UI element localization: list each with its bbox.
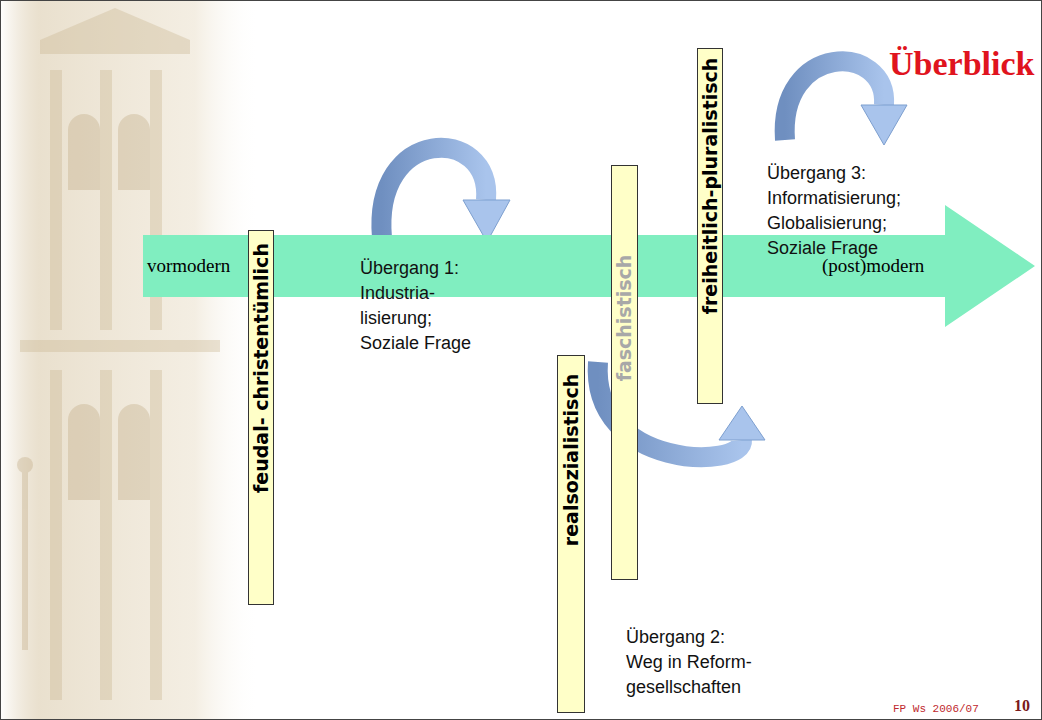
era-bar: faschistisch [611,165,638,580]
timeline-arrow: vormodern (post)modern [143,205,1035,327]
era-bar: freiheitlich-pluralistisch [697,48,723,404]
era-name: faschistisch [613,255,635,382]
era-name: freiheitlich-pluralistisch [699,58,721,315]
transition-label: Übergang 2: Weg in Reform- gesellschafte… [626,625,762,700]
transition-label: Übergang 1: Industria- lisierung; Sozial… [360,256,492,356]
slide-title: Überblick [889,44,1034,84]
era-bar: realsozialistisch [557,355,585,713]
era-bar: feudal- christentümlich [248,230,274,605]
era-label: vormodern [147,255,230,277]
era-name: realsozialistisch [560,374,582,546]
footer-text: FP Ws 2006/07 [893,702,979,716]
era-label: (post)modern [822,255,924,277]
transition-arrow [381,148,510,242]
transition-label: Übergang 3: Informatisierung; Globalisie… [767,161,917,261]
page-number: 10 [1014,697,1030,715]
transition-arrow [785,61,907,145]
era-name: feudal- christentümlich [250,243,272,493]
